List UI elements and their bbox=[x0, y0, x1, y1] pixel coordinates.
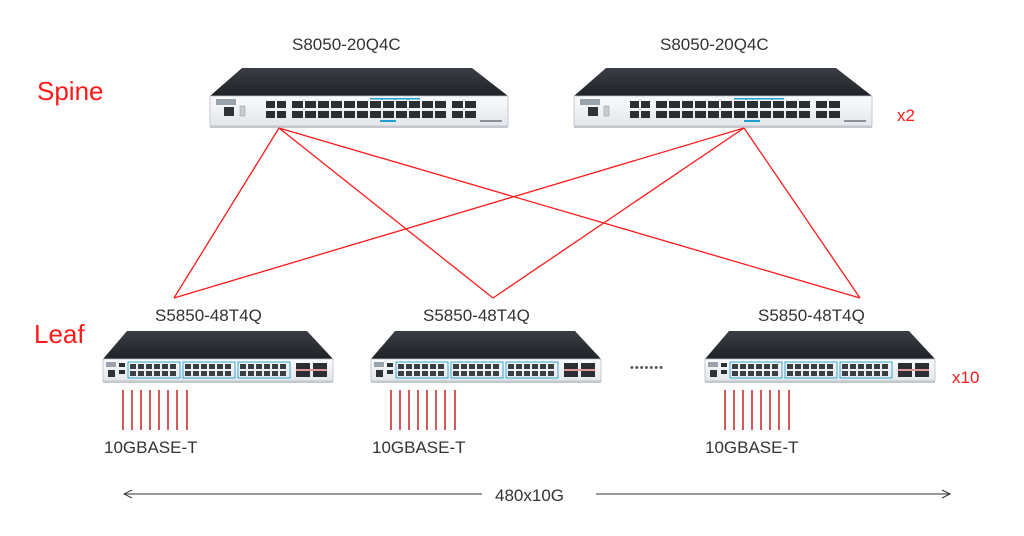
leaf-1-port-lines bbox=[122, 390, 188, 430]
spine-switch-2 bbox=[573, 67, 873, 129]
spine-switch-2-model: S8050-20Q4C bbox=[660, 35, 769, 54]
leaf-switch-1-ports-label: 10GBASE-T bbox=[104, 438, 198, 457]
leaf-switch-3-ports-label: 10GBASE-T bbox=[705, 438, 799, 457]
spine-switch-1-model: S8050-20Q4C bbox=[292, 35, 401, 54]
tier-label-leaf: Leaf bbox=[34, 319, 85, 349]
link-spine2-leaf2 bbox=[492, 127, 745, 299]
link-spine1-leaf2 bbox=[278, 127, 494, 299]
leaf-multiplier: x10 bbox=[952, 368, 980, 387]
spine-switch-1 bbox=[209, 67, 509, 129]
spine-multiplier: x2 bbox=[897, 106, 915, 125]
leaf-3-port-lines bbox=[724, 390, 790, 430]
leaf-switch-2-model: S5850-48T4Q bbox=[423, 306, 530, 325]
leaf-ellipsis: ••••••• bbox=[630, 362, 664, 374]
leaf-switch-3-model: S5850-48T4Q bbox=[758, 306, 865, 325]
leaf-switch-1 bbox=[102, 330, 334, 384]
spine-leaf-links bbox=[173, 127, 861, 299]
leaf-switch-2 bbox=[370, 330, 602, 384]
leaf-2-port-lines bbox=[390, 390, 456, 430]
leaf-switch-1-model: S5850-48T4Q bbox=[155, 306, 262, 325]
link-spine2-leaf1 bbox=[173, 127, 745, 299]
tier-label-spine: Spine bbox=[37, 76, 104, 106]
total-bandwidth-label: 480x10G bbox=[495, 486, 564, 505]
link-spine1-leaf1 bbox=[173, 127, 280, 299]
link-spine1-leaf3 bbox=[278, 127, 861, 299]
leaf-switch-3 bbox=[704, 330, 936, 384]
link-spine2-leaf3 bbox=[743, 127, 861, 299]
leaf-switch-2-ports-label: 10GBASE-T bbox=[372, 438, 466, 457]
